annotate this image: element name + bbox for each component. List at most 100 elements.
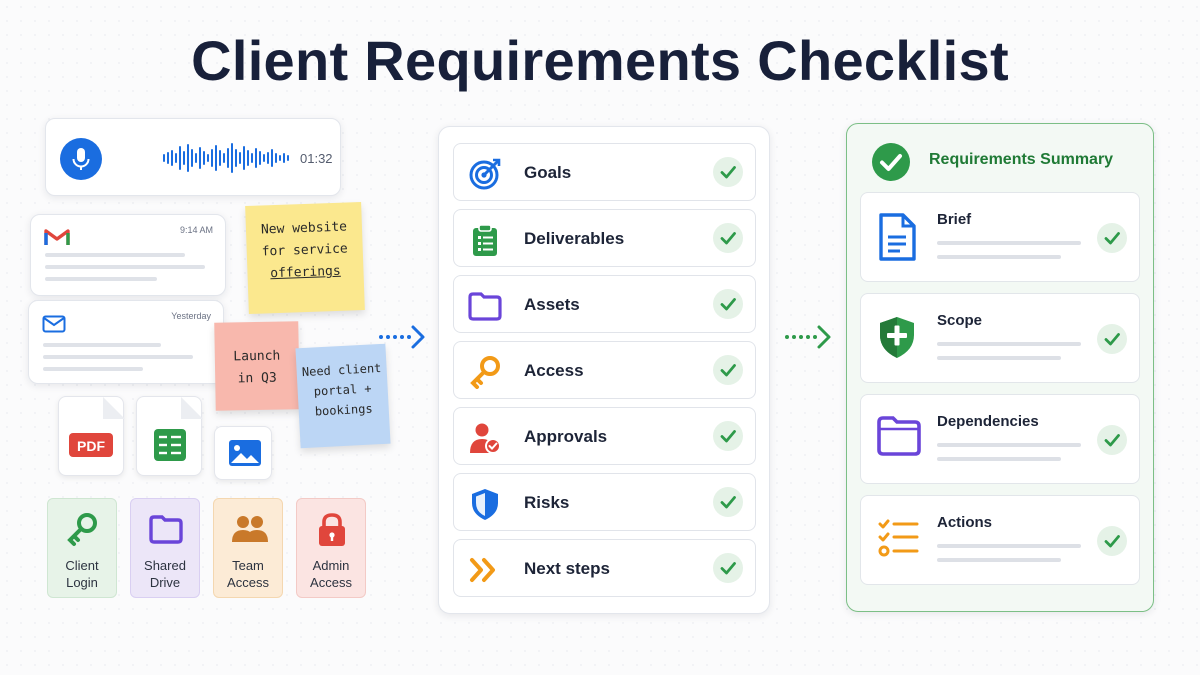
summary-bar bbox=[937, 255, 1061, 259]
gmail-icon bbox=[44, 229, 70, 245]
arrow-right-icon bbox=[379, 325, 425, 349]
tile-label: Team bbox=[232, 558, 264, 573]
checklist-label: Next steps bbox=[524, 559, 610, 578]
email-card-mail[interactable]: Yesterday bbox=[28, 300, 224, 384]
summary-bar bbox=[937, 558, 1061, 562]
tile-label: Access bbox=[310, 575, 352, 590]
double-chevron-icon bbox=[470, 558, 495, 582]
summary-item-brief[interactable]: Brief bbox=[860, 192, 1140, 282]
summary-bar bbox=[937, 356, 1061, 360]
sticky-note-pink: Launch in Q3 bbox=[214, 321, 300, 411]
document-icon bbox=[879, 213, 916, 261]
arrow-right-icon bbox=[785, 325, 831, 349]
tile-label: Admin bbox=[312, 558, 350, 573]
checklist-item-risks[interactable]: Risks bbox=[453, 473, 756, 531]
clipboard-icon bbox=[473, 224, 497, 256]
checklist-label: Access bbox=[524, 361, 584, 380]
sheets-file-icon[interactable] bbox=[136, 396, 203, 476]
voice-duration: 01:32 bbox=[300, 151, 333, 166]
summary-bar bbox=[937, 457, 1061, 461]
check-icon bbox=[713, 223, 743, 253]
sticky-note-yellow: New website for service offerings bbox=[245, 202, 365, 314]
summary-item-scope[interactable]: Scope bbox=[860, 293, 1140, 383]
summary-title: Requirements Summary bbox=[929, 151, 1114, 168]
checklist-item-access[interactable]: Access bbox=[453, 341, 756, 399]
check-icon bbox=[713, 355, 743, 385]
check-icon bbox=[1097, 425, 1127, 455]
mail-icon bbox=[42, 315, 66, 333]
task-list-icon bbox=[878, 519, 919, 557]
checklist-label: Approvals bbox=[524, 427, 608, 446]
checklist-item-deliverables[interactable]: Deliverables bbox=[453, 209, 756, 267]
checklist-item-next-steps[interactable]: Next steps bbox=[453, 539, 756, 597]
email-preview-line bbox=[43, 367, 143, 371]
note-line: bookings bbox=[314, 401, 373, 419]
checklist-label: Assets bbox=[524, 295, 580, 314]
summary-bar bbox=[937, 241, 1081, 245]
summary-bar bbox=[937, 443, 1081, 447]
tile-label: Login bbox=[66, 575, 98, 590]
check-icon bbox=[713, 157, 743, 187]
email-preview-line bbox=[45, 277, 157, 281]
audio-waveform bbox=[163, 143, 289, 173]
check-icon bbox=[713, 289, 743, 319]
summary-label: Actions bbox=[937, 514, 993, 531]
note-line: for service bbox=[261, 241, 349, 260]
checklist-item-approvals[interactable]: Approvals bbox=[453, 407, 756, 465]
email-preview-line bbox=[45, 265, 205, 269]
checklist-label: Goals bbox=[524, 163, 572, 182]
image-file-icon[interactable] bbox=[214, 426, 272, 480]
email-preview-line bbox=[43, 343, 161, 347]
target-icon bbox=[469, 158, 501, 190]
voice-memo-card[interactable]: 01:32 bbox=[45, 118, 341, 196]
note-line: in Q3 bbox=[237, 370, 277, 387]
lock-icon bbox=[319, 513, 345, 546]
tile-label: Access bbox=[227, 575, 269, 590]
requirements-checklist: Goals Deliverables Assets Access bbox=[438, 126, 770, 614]
checklist-label: Risks bbox=[524, 493, 570, 512]
check-icon bbox=[713, 553, 743, 583]
email-preview-line bbox=[43, 355, 193, 359]
user-check-icon bbox=[470, 423, 501, 454]
microphone-icon[interactable] bbox=[60, 138, 102, 180]
summary-item-dependencies[interactable]: Dependencies bbox=[860, 394, 1140, 484]
check-circle-icon bbox=[872, 143, 910, 181]
note-line: offerings bbox=[270, 263, 341, 282]
summary-label: Dependencies bbox=[937, 413, 1039, 430]
folder-icon bbox=[877, 416, 921, 456]
email-preview-line bbox=[45, 253, 185, 257]
tile-label: Shared bbox=[144, 558, 186, 573]
check-icon bbox=[1097, 526, 1127, 556]
key-icon bbox=[67, 513, 97, 546]
checklist-item-goals[interactable]: Goals bbox=[453, 143, 756, 201]
email-card-gmail[interactable]: 9:14 AM bbox=[30, 214, 226, 296]
shield-icon bbox=[472, 489, 498, 520]
shield-icon bbox=[880, 317, 914, 358]
tile-label: Drive bbox=[149, 575, 181, 590]
check-icon bbox=[713, 421, 743, 451]
pdf-file-icon[interactable]: PDF bbox=[58, 396, 125, 476]
note-line: Launch bbox=[233, 348, 281, 365]
summary-label: Scope bbox=[937, 312, 983, 329]
pdf-label: PDF bbox=[77, 438, 105, 454]
key-icon bbox=[470, 356, 500, 389]
summary-label: Brief bbox=[937, 211, 972, 228]
checklist-item-assets[interactable]: Assets bbox=[453, 275, 756, 333]
email-time: 9:14 AM bbox=[179, 225, 213, 235]
requirements-summary-panel: Requirements Summary Brief Scope Depende… bbox=[846, 123, 1154, 612]
page-title: Client Requirements Checklist bbox=[191, 29, 1009, 92]
checklist-label: Deliverables bbox=[524, 229, 625, 248]
check-icon bbox=[713, 487, 743, 517]
email-time: Yesterday bbox=[171, 311, 211, 321]
folder-icon bbox=[149, 515, 183, 544]
summary-item-actions[interactable]: Actions bbox=[860, 495, 1140, 585]
people-icon bbox=[232, 516, 268, 542]
folder-icon bbox=[468, 292, 502, 321]
check-icon bbox=[1097, 324, 1127, 354]
tile-label: Client bbox=[65, 558, 99, 573]
summary-bar bbox=[937, 342, 1081, 346]
